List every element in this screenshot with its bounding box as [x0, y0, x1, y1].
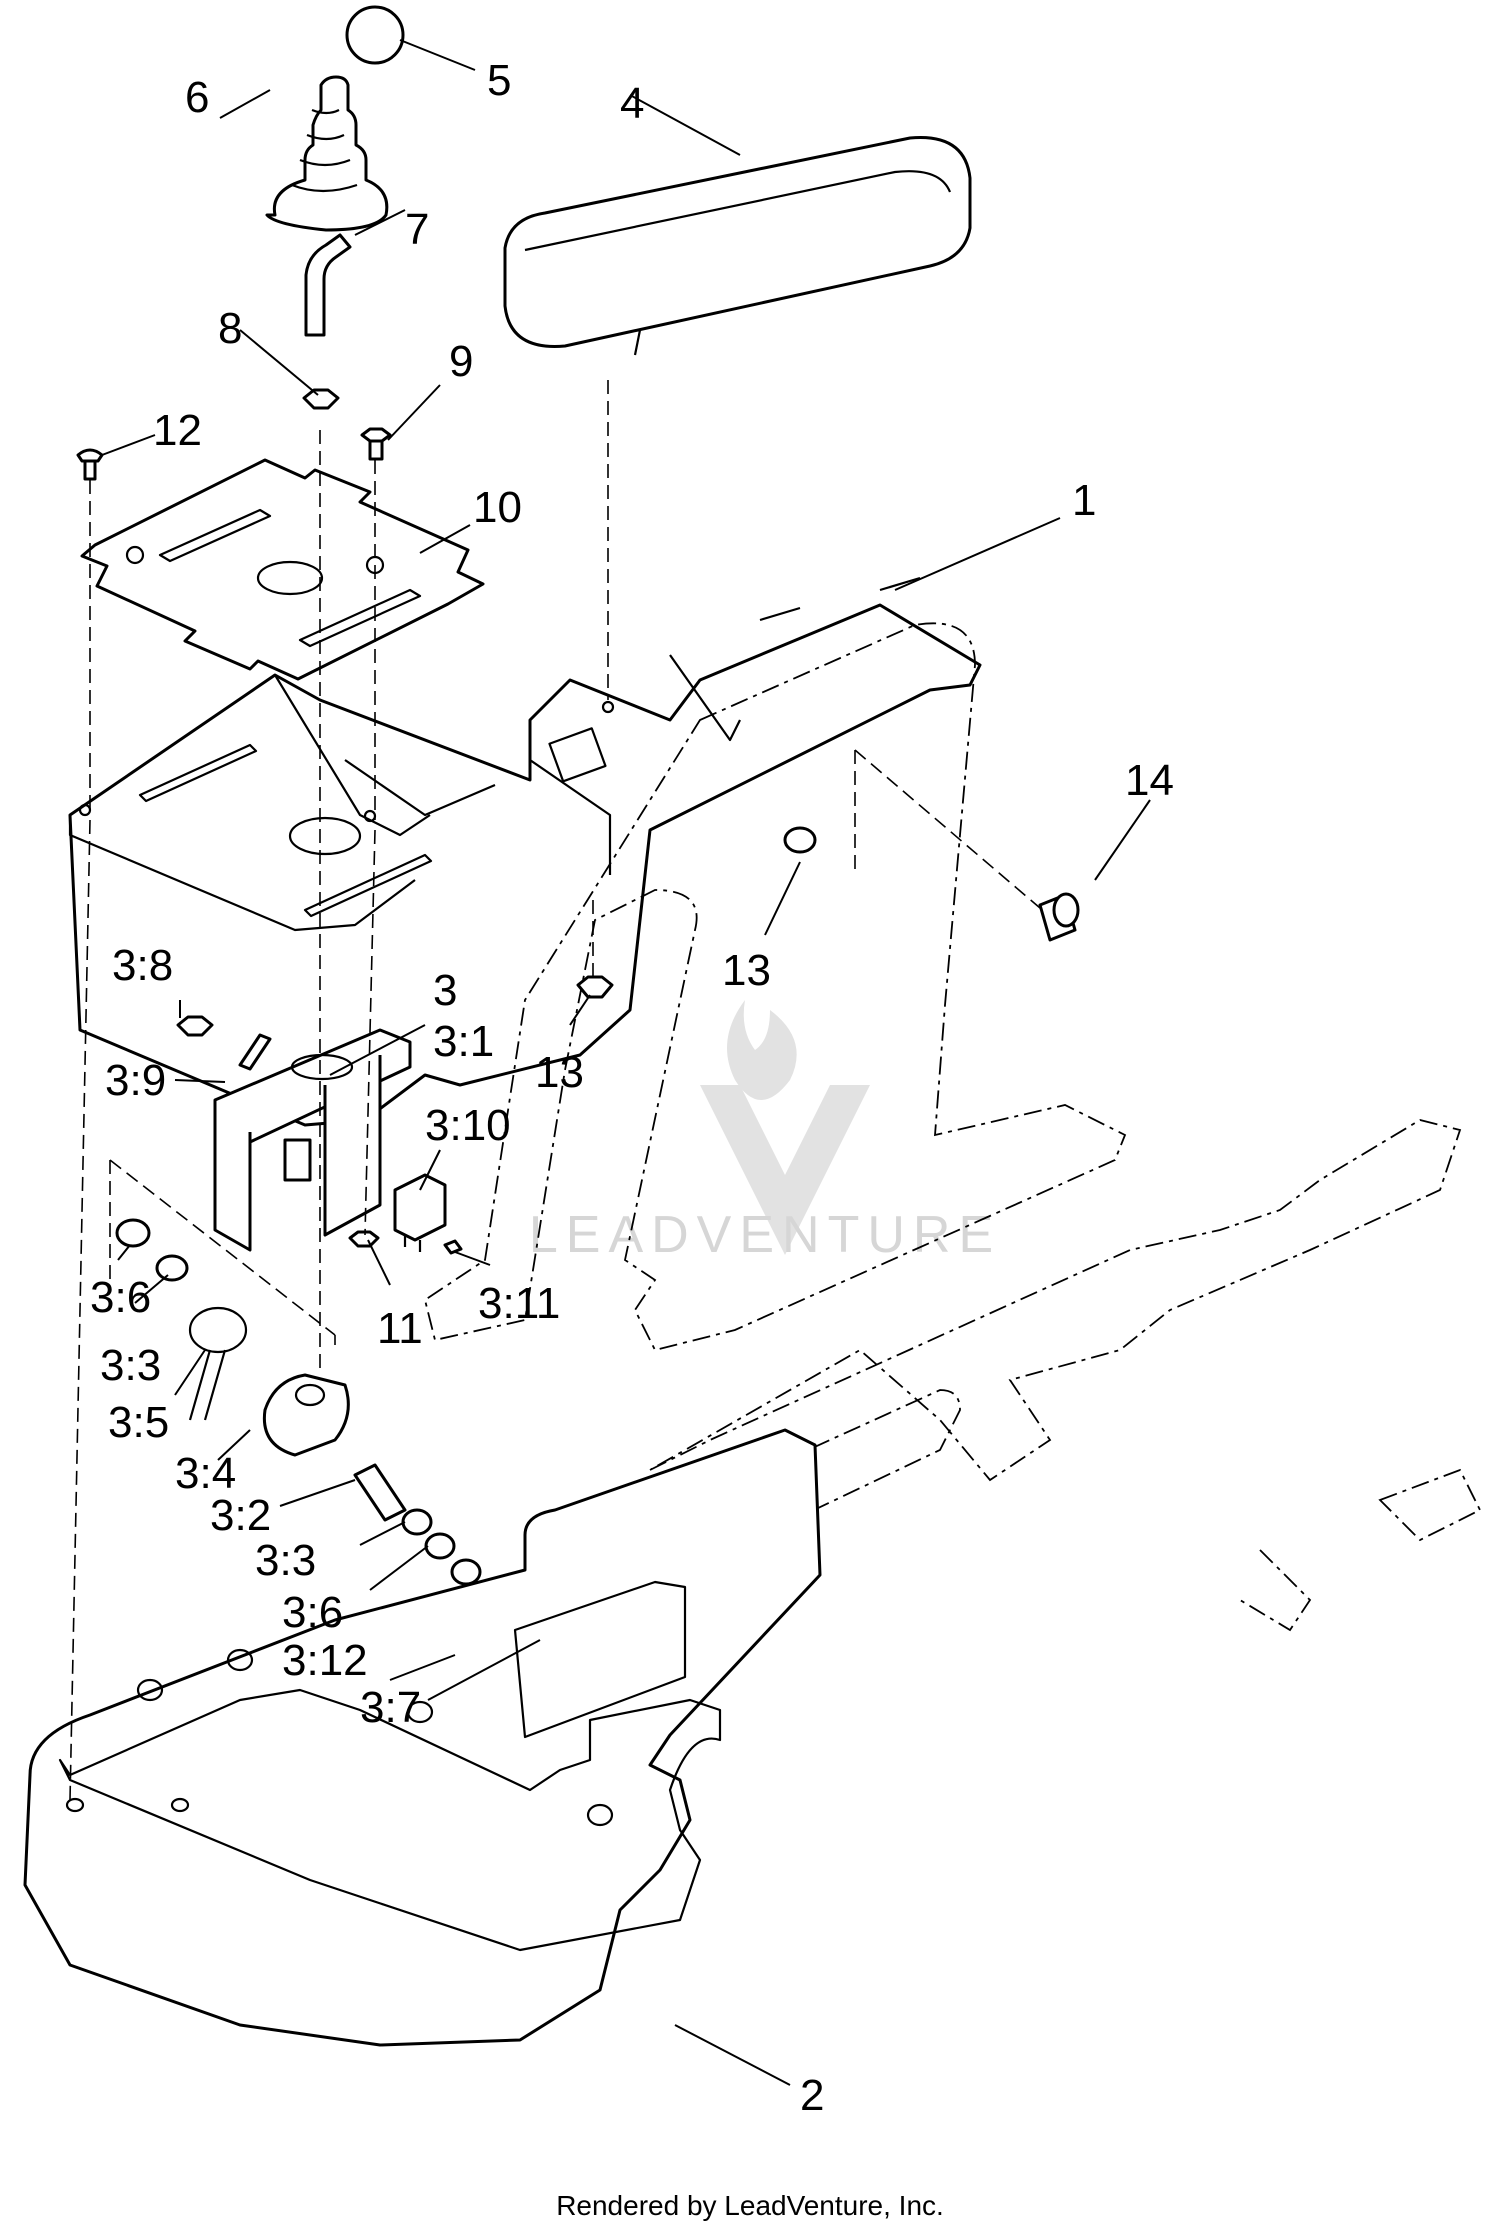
callout-3: 3: [433, 966, 457, 1015]
shift-lever: [304, 233, 352, 337]
plate-3-9: [238, 1033, 272, 1071]
callout-3-4: 3:4: [175, 1449, 236, 1498]
washer-3-12: [450, 1558, 482, 1586]
console-frame: [68, 576, 982, 1127]
callout-1: 1: [1072, 476, 1096, 525]
callout-7: 7: [405, 205, 429, 254]
spacer-3-2: [353, 1463, 407, 1522]
callout-3-3-upper: 3:3: [100, 1341, 161, 1390]
alignment-lines: [69, 380, 1041, 1801]
watermark: LEADVENTURE: [529, 1000, 1001, 1264]
control-decal-plate: [80, 458, 485, 681]
watermark-flame-icon: [727, 1000, 797, 1100]
footer-credit: Rendered by LeadVenture, Inc.: [556, 2190, 944, 2221]
seat-frame-phantom: [423, 622, 1482, 1632]
callout-10: 10: [473, 483, 522, 532]
screw-3-11: [443, 1239, 463, 1255]
nut-11: [348, 1230, 380, 1248]
switch-3-10: [393, 1173, 447, 1252]
callout-2: 2: [800, 2071, 824, 2120]
spring-3-5: [188, 1306, 248, 1421]
leader-lines: [101, 39, 1151, 2086]
pin-14: [1038, 892, 1080, 942]
washer-3-6-lower: [424, 1532, 456, 1560]
callout-11: 11: [377, 1304, 423, 1353]
nut-3-8: [176, 1015, 214, 1037]
callout-labels: 1 2 3 3:1 3:2 3:3 3:3 3:4 3:5 3:6 3:6 3:…: [90, 56, 1174, 2120]
bushing-3-3-lower: [401, 1508, 433, 1536]
callout-3-8: 3:8: [112, 941, 173, 990]
console-cover: [23, 1428, 822, 2047]
callout-13-lower: 13: [535, 1048, 584, 1097]
nut-13-upper: [783, 826, 817, 854]
callout-3-12: 3:12: [282, 1636, 368, 1685]
bushing-3-3-upper: [155, 1254, 189, 1282]
callout-8: 8: [218, 304, 242, 353]
callout-3-6-upper: 3:6: [90, 1273, 151, 1322]
callout-13-upper: 13: [722, 946, 771, 995]
callout-3-10: 3:10: [425, 1101, 511, 1150]
screw-12: [76, 448, 104, 481]
callout-6: 6: [185, 73, 209, 122]
callout-5: 5: [487, 56, 511, 105]
callout-9: 9: [449, 337, 473, 386]
callout-14: 14: [1125, 756, 1174, 805]
callout-3-9: 3:9: [105, 1056, 166, 1105]
lever-nut: [302, 388, 340, 410]
washer-3-6-upper: [115, 1218, 151, 1248]
callout-3-11: 3:11: [478, 1279, 560, 1328]
callout-3-7: 3:7: [360, 1683, 421, 1732]
callout-3-1: 3:1: [433, 1017, 494, 1066]
armrest-pad: [503, 136, 972, 356]
pivot-3-4: [262, 1373, 350, 1457]
callout-12: 12: [153, 406, 202, 455]
callout-4: 4: [620, 79, 644, 128]
callout-3-2: 3:2: [210, 1491, 271, 1540]
bolt-9: [360, 427, 392, 461]
shift-boot: [265, 75, 389, 232]
watermark-v-logo-icon: [700, 1085, 870, 1255]
callout-3-3-lower: 3:3: [255, 1536, 316, 1585]
shift-knob: [345, 5, 405, 65]
watermark-text: LEADVENTURE: [529, 1206, 1001, 1264]
callout-3-6-lower: 3:6: [282, 1588, 343, 1637]
callout-3-5: 3:5: [108, 1398, 169, 1447]
